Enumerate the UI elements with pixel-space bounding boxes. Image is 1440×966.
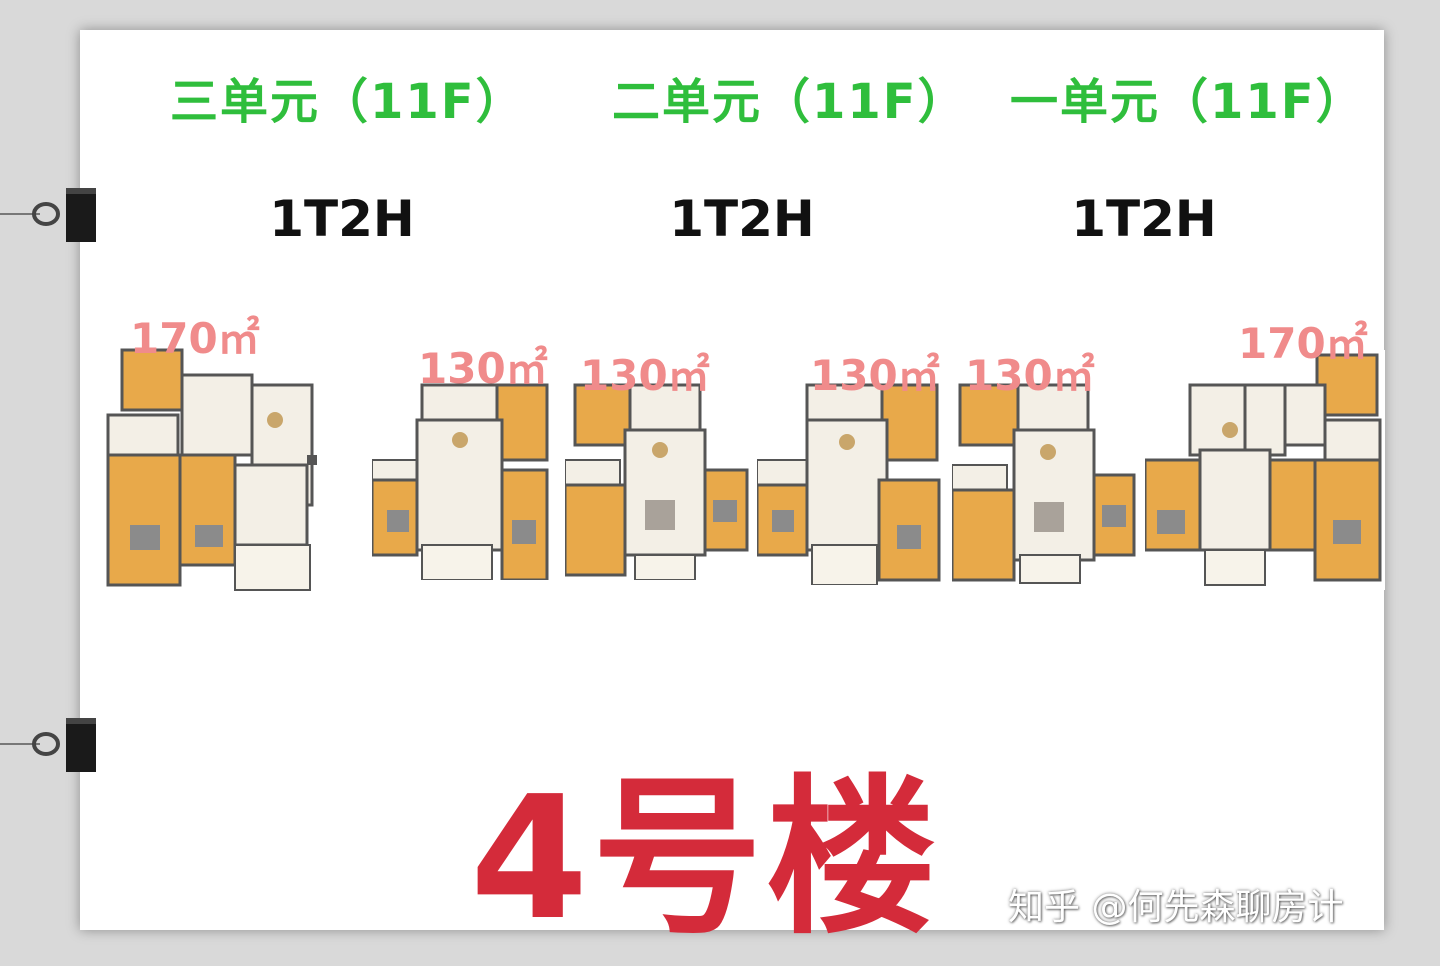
unit-ratio-1: 1T2H	[1071, 190, 1217, 248]
area-label-130-d: 130㎡	[965, 351, 1095, 400]
floor-plan-130-d	[952, 380, 1137, 585]
watermark: 知乎 @何先森聊房计	[1008, 887, 1344, 928]
binder-clip-icon	[0, 718, 96, 772]
unit-title-2: 二单元（11F）	[612, 74, 968, 130]
area-label-130-b: 130㎡	[580, 351, 710, 400]
binder-clip-icon	[0, 188, 96, 242]
unit-ratio-2: 1T2H	[669, 190, 815, 248]
floor-plan-170-right	[1145, 350, 1385, 590]
floor-plan-170-left	[100, 345, 318, 595]
floor-plan-130-b	[565, 380, 750, 580]
area-label-130-c: 130㎡	[810, 351, 940, 400]
area-label-130-a: 130㎡	[418, 344, 548, 393]
floor-plan-130-c	[757, 380, 942, 585]
unit-title-1: 一单元（11F）	[1010, 74, 1366, 130]
building-label: 4号楼	[470, 760, 941, 958]
unit-ratio-3: 1T2H	[269, 190, 415, 248]
area-label-170-right: 170㎡	[1238, 319, 1368, 368]
unit-title-3: 三单元（11F）	[170, 74, 526, 130]
floor-plan-130-a	[372, 380, 550, 580]
area-label-170-left: 170㎡	[130, 314, 260, 363]
